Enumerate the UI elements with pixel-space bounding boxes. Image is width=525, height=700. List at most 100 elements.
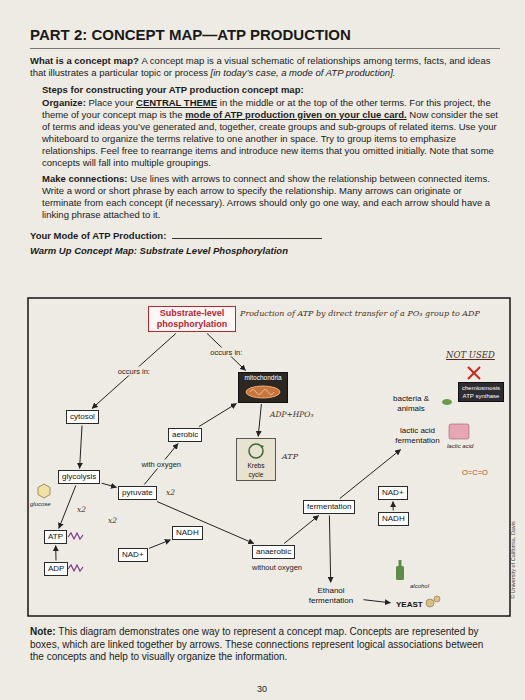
note-paragraph: Note:This diagram demonstrates one way t… — [30, 626, 500, 664]
concept-box: NADH — [172, 526, 203, 540]
paragraph-text: Make connections: — [42, 173, 128, 184]
node-text: aerobic — [172, 430, 198, 440]
concept-box: glycolysis — [58, 470, 100, 484]
paragraph: Your Mode of ATP Production: — [30, 229, 500, 242]
yeast-icon — [426, 596, 440, 607]
krebs-cycle-image — [240, 441, 272, 461]
paragraph: What is a concept map?A concept map is a… — [30, 55, 500, 79]
paragraph-text: Warm Up Concept Map: Substrate Level Pho… — [30, 245, 288, 256]
node-text: YEAST — [396, 600, 423, 610]
paragraph-text: What is a concept map? — [30, 55, 139, 66]
mitochondrion-shape — [246, 386, 280, 398]
concept-box: pyruvate — [118, 486, 157, 500]
connector — [102, 483, 117, 487]
diagram-frame — [28, 298, 510, 616]
concept-box: NADH — [378, 512, 409, 526]
paragraph-text: Your Mode of ATP Production: — [30, 230, 166, 241]
annotation: without oxygen — [252, 563, 302, 573]
connector — [199, 404, 237, 427]
connector — [207, 334, 246, 371]
node-text: Krebs cycle — [240, 462, 272, 479]
multiplier: x2 — [77, 505, 86, 515]
page-number: 30 — [257, 684, 267, 695]
mitochondria-image — [242, 384, 284, 400]
connector — [329, 516, 330, 583]
connector-label: occurs in: — [208, 348, 244, 357]
node-text: mitochondria — [242, 374, 284, 383]
connector — [258, 404, 261, 437]
molecule-label: O=C=O — [462, 468, 488, 478]
connector — [92, 334, 176, 409]
note-text: Note: — [30, 626, 56, 637]
cycle-ring — [249, 444, 263, 458]
cycle-arrow — [261, 445, 264, 448]
paragraph: Warm Up Concept Map: Substrate Level Pho… — [30, 245, 500, 257]
connector — [80, 426, 82, 469]
paragraph: Make connections:Use lines with arrows t… — [42, 173, 500, 221]
node-text: ATP — [48, 532, 63, 542]
concept-text: YEAST — [392, 598, 427, 612]
concept-box: fermentation — [303, 500, 355, 514]
node-text: NADH — [382, 514, 405, 524]
node-text: NAD+ — [382, 488, 404, 498]
node-text: ATP synthase — [462, 392, 500, 400]
paragraph-text: Place your — [88, 97, 133, 108]
node-text: cytosol — [70, 412, 95, 422]
node-text: anaerobic — [256, 547, 291, 557]
concept-box: ATP — [44, 530, 67, 544]
handwritten-note: Production of ATP by direct transfer of … — [240, 309, 480, 319]
multiplier: x2 — [166, 488, 175, 498]
node-text: NADH — [176, 528, 199, 538]
atp-icon — [68, 533, 83, 539]
connector — [55, 546, 56, 561]
bottle-icon — [396, 560, 404, 580]
cristae — [250, 389, 274, 394]
node-text: NAD+ — [122, 550, 144, 560]
connector-label: occurs in: — [116, 367, 152, 376]
concept-text: bacteria & animals — [385, 392, 437, 416]
concept-box: anaerobic — [252, 545, 295, 559]
copyright: © University of California, Davis — [510, 521, 517, 598]
connector — [284, 516, 319, 544]
image-box: chemiosmosisATP synthase — [458, 382, 504, 402]
connector — [364, 600, 391, 603]
node-text: lactic acid fermentation — [394, 426, 441, 446]
node-text: fermentation — [307, 502, 351, 512]
connector — [393, 502, 394, 511]
glucose-icon — [38, 484, 50, 498]
connector — [149, 540, 170, 549]
node-text: bacteria & animals — [389, 394, 433, 414]
node-text: Ethanol fermentation — [304, 586, 358, 606]
node-text: pyruvate — [122, 488, 153, 498]
image-caption: lactic acid — [447, 442, 473, 450]
image-caption: alcohol — [410, 582, 429, 590]
paragraph-text: Organize: — [42, 97, 86, 108]
node-text: Substrate-level phosphorylation — [152, 308, 232, 330]
adp-icon — [68, 565, 83, 571]
central-theme-box: Substrate-level phosphorylation — [148, 306, 236, 332]
lactic-acid-icon — [449, 424, 469, 439]
concept-text: lactic acid fermentation — [390, 424, 445, 448]
concept-box: aerobic — [168, 428, 202, 442]
red-cross-icon — [468, 367, 480, 379]
paragraph-text: mode of ATP production given on your clu… — [185, 109, 407, 120]
image-caption: glucose — [30, 500, 51, 508]
concept-box: NAD+ — [118, 548, 148, 562]
multiplier: x2 — [108, 516, 117, 526]
paragraph: Organize:Place yourCENTRAL THEMEin the m… — [42, 97, 500, 169]
connector-label: with oxygen — [139, 460, 183, 469]
image-box: mitochondria — [238, 372, 288, 403]
note-text: This diagram demonstrates one way to rep… — [30, 626, 483, 662]
connector — [59, 486, 76, 529]
concept-box: ADP — [44, 562, 68, 576]
handwritten-note: ATP — [282, 452, 298, 462]
paragraph: Steps for constructing your ATP producti… — [42, 84, 500, 96]
text-column: PART 2: CONCEPT MAP—ATP PRODUCTIONWhat i… — [30, 26, 500, 257]
handwritten-note: NOT USED — [446, 350, 495, 361]
paragraph-text: [in today’s case, a mode of ATP producti… — [211, 67, 396, 78]
bacteria-icon — [442, 399, 452, 405]
paragraph-text: Steps for constructing your ATP producti… — [42, 84, 304, 95]
node-text: chemiosmosis — [462, 384, 500, 392]
handwritten-note: ADP+HPO₃ — [270, 410, 314, 420]
